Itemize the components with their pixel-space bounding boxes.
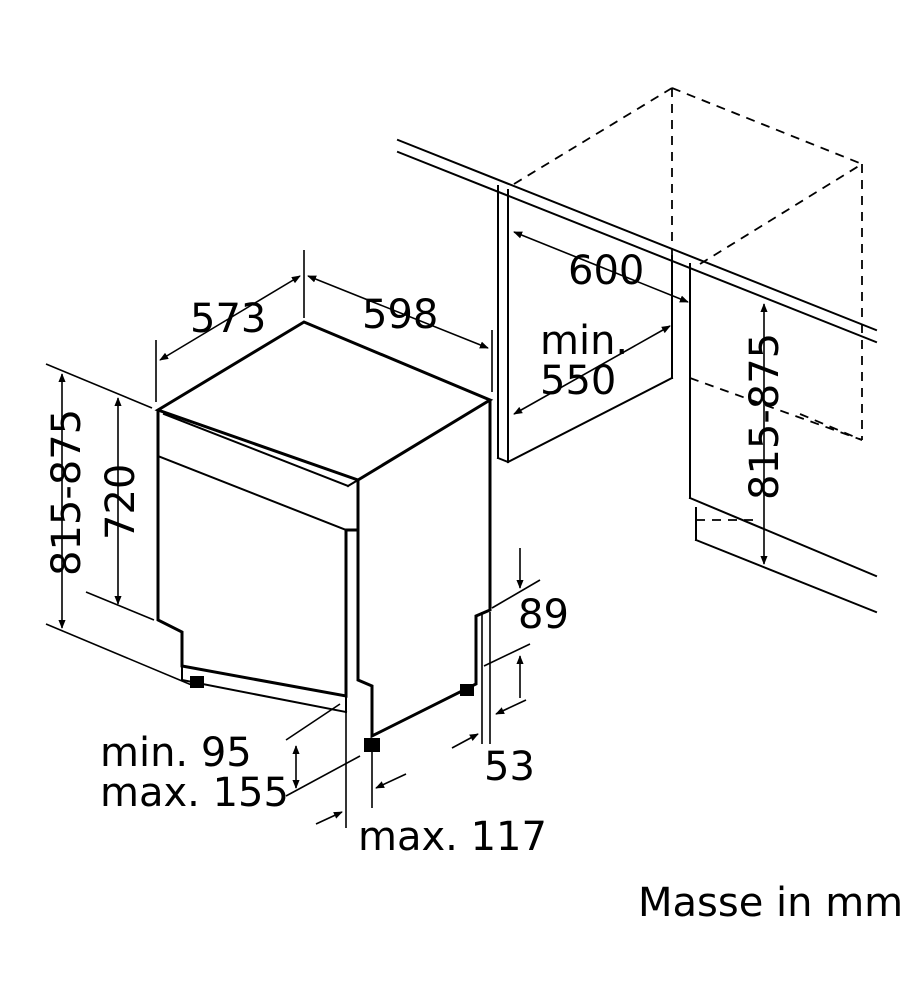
niche-width-label: 600 bbox=[568, 248, 644, 294]
plinth-height-label: 89 bbox=[518, 592, 569, 638]
dishwasher-body bbox=[154, 320, 494, 739]
niche-outline bbox=[396, 138, 878, 614]
niche-depth-label: 550 bbox=[540, 358, 616, 404]
extension-lines bbox=[45, 250, 541, 828]
unit-note: Masse in mm bbox=[638, 880, 903, 926]
height-range-left-label: 815-875 bbox=[44, 409, 90, 576]
dishwasher-feet bbox=[190, 676, 474, 752]
foot-offset-label: max. 117 bbox=[358, 814, 547, 860]
body-height-label: 720 bbox=[98, 464, 144, 540]
width-label: 598 bbox=[362, 292, 438, 338]
niche-depth-prefix: min. bbox=[540, 318, 628, 364]
niche-dashed-volume bbox=[513, 87, 863, 521]
foot-min-label: min. 95 bbox=[100, 730, 252, 776]
height-range-right-label: 815-875 bbox=[742, 333, 788, 500]
depth-label: 573 bbox=[190, 296, 266, 342]
dimension-lines bbox=[58, 231, 768, 825]
foot-max-label: max. 155 bbox=[100, 770, 289, 816]
plinth-recess-label: 53 bbox=[484, 744, 535, 790]
